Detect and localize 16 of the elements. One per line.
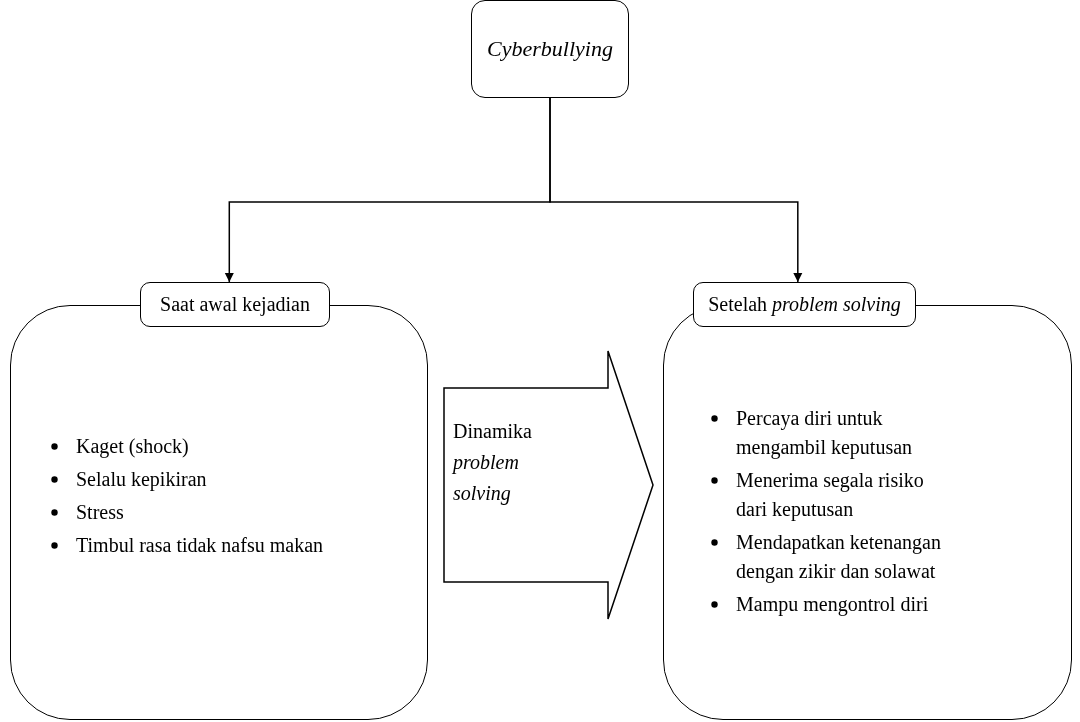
list-item-text: Percaya diri untuk mengambil keputusan (736, 407, 913, 458)
box-label: Saat awal kejadian (160, 293, 310, 316)
box-label: Setelah problem solving (708, 293, 901, 316)
arrow-label: Dinamika problem solving (453, 419, 533, 507)
list-item-text: Stress (76, 501, 124, 523)
list-item-text: Mampu mengontrol diri (736, 593, 929, 615)
rounded-box (471, 0, 629, 98)
list-item-text: Menerima segala risiko dari keputusan (736, 469, 924, 520)
connector-arrow (549, 97, 803, 283)
list-item-text: Timbul rasa tidak nafsu makan (76, 534, 323, 556)
rounded-box (140, 282, 330, 327)
box-label: Cyberbullying (487, 36, 613, 62)
list-item-text: Mendapatkan ketenangan dengan zikir dan solawat (736, 531, 941, 582)
rounded-box (693, 282, 916, 327)
list-item-text: Kaget (shock) (76, 435, 189, 457)
list-item-text: Selalu kepikiran (76, 468, 207, 490)
